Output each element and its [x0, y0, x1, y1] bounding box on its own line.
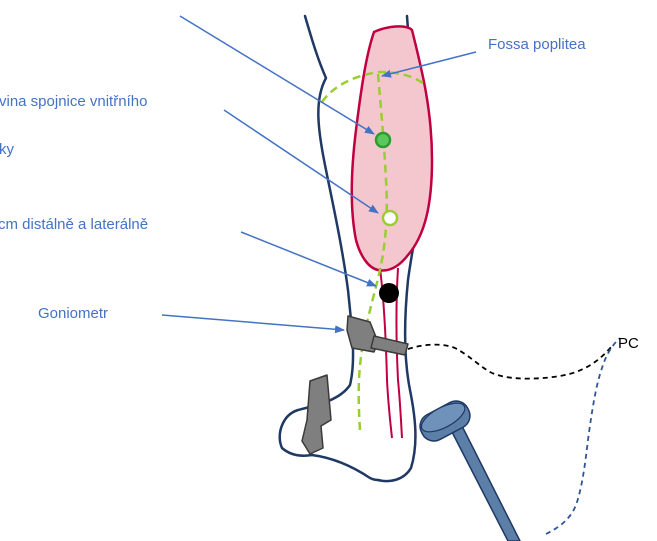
foot-sole	[312, 455, 378, 480]
label-spojnice-line1: vina spojnice vnitřního	[0, 93, 147, 110]
hammer-cable	[546, 338, 620, 534]
reflex-hammer	[415, 396, 520, 541]
label-goniometr: Goniometr	[38, 305, 108, 322]
goniometer-cable	[408, 345, 612, 379]
label-spojnice-line2: ky	[0, 141, 15, 158]
hammer-handle	[452, 426, 520, 541]
electrode-point-black	[379, 283, 399, 303]
label-distalne: cm distálně a laterálně	[0, 216, 148, 233]
stimulation-point-filled-green	[376, 133, 390, 147]
calf-muscle	[352, 26, 432, 270]
arrow-goniometr	[162, 315, 344, 330]
heel-clip-device	[302, 375, 331, 454]
goniometer-device	[347, 316, 408, 355]
goniometer-connector	[371, 336, 408, 355]
label-fossa-poplitea: Fossa poplitea	[488, 36, 586, 53]
stimulation-point-open	[383, 211, 397, 225]
arrow-top-to-green-point	[180, 16, 374, 134]
label-pc: PC	[618, 335, 639, 352]
